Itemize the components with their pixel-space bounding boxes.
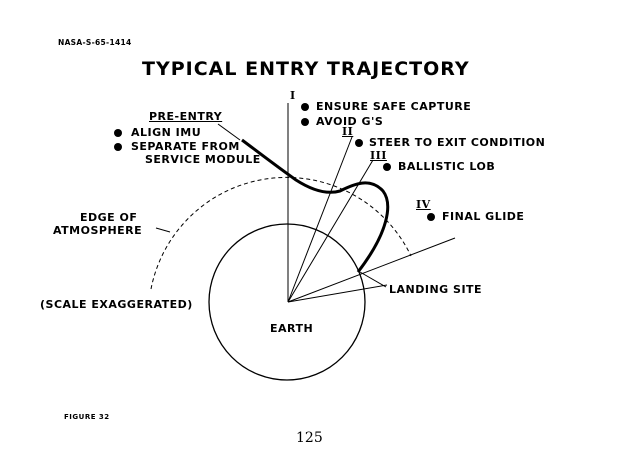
steer-to-exit-label: STEER TO EXIT CONDITION: [369, 136, 546, 149]
atmosphere-pointer: [155, 227, 171, 233]
final-glide-label: FINAL GLIDE: [442, 210, 525, 223]
bullet-ensure-safe-capture: [301, 103, 309, 111]
ensure-safe-capture-label: ENSURE SAFE CAPTURE: [316, 100, 472, 113]
phase-iv-numeral: IV: [416, 198, 431, 211]
page-number: 125: [296, 430, 323, 446]
pre-entry-heading: PRE-ENTRY: [149, 110, 223, 123]
phase-iii-numeral: III: [370, 149, 387, 162]
bullet-steer-to-exit: [355, 139, 363, 147]
separate-label-line1: SEPARATE FROM: [131, 140, 240, 153]
diagram-title: TYPICAL ENTRY TRAJECTORY: [142, 58, 470, 80]
landing-site-pointer: [359, 271, 387, 288]
separate-label-line2: SERVICE MODULE: [145, 153, 261, 166]
bullet-avoid-gs: [301, 118, 309, 126]
document-id: NASA-S-65-1414: [58, 38, 132, 47]
avoid-gs-label: AVOID G'S: [316, 115, 384, 128]
landing-site-line: [287, 284, 388, 303]
bullet-align-imu: [114, 129, 122, 137]
align-imu-label: ALIGN IMU: [131, 126, 202, 139]
radial-line-iv: [287, 237, 456, 303]
bullet-final-glide: [427, 213, 435, 221]
radial-line-ii: [287, 136, 353, 303]
atmosphere-edge-arc: [150, 176, 412, 290]
edge-label-line2: ATMOSPHERE: [53, 224, 143, 237]
pre-entry-pointer: [217, 123, 241, 141]
entry-trajectory: [241, 138, 390, 273]
phase-i-numeral: I: [290, 89, 296, 102]
bullet-ballistic-lob: [383, 163, 391, 171]
bullet-separate: [114, 143, 122, 151]
landing-site-label: LANDING SITE: [389, 283, 483, 296]
earth-circle: [208, 223, 366, 381]
figure-number: FIGURE 32: [64, 413, 110, 421]
ballistic-lob-label: BALLISTIC LOB: [398, 160, 496, 173]
phase-ii-numeral: II: [342, 125, 354, 138]
scale-note: (SCALE EXAGGERATED): [40, 298, 193, 311]
earth-label: EARTH: [270, 322, 314, 335]
edge-label-line1: EDGE OF: [80, 211, 138, 224]
